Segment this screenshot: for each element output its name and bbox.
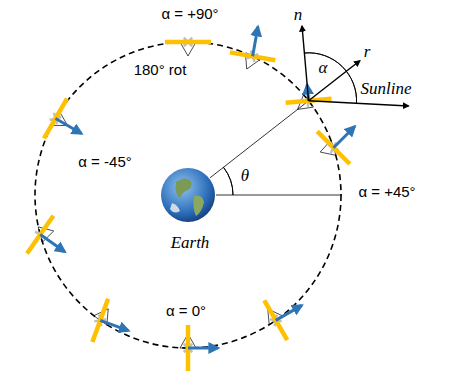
diagram-label: Sunline [361, 80, 412, 99]
satellite [27, 216, 65, 254]
diagram-label: Earth [171, 234, 210, 253]
satellite [44, 99, 81, 139]
satellite [92, 299, 128, 342]
satellite [180, 325, 218, 371]
satellite [317, 127, 354, 164]
diagram-label: α = -45° [78, 154, 131, 171]
satellite [230, 27, 275, 69]
diagram-label: α = +90° [161, 6, 218, 23]
diagram-label: 180° rot [134, 62, 187, 79]
diagram-label: θ [241, 167, 249, 186]
diagram-label: α = 0° [166, 303, 206, 320]
diagram-label: α = +45° [358, 184, 415, 201]
satellite [264, 300, 301, 340]
diagram-label: r [364, 43, 371, 62]
satellites [27, 27, 355, 371]
angle-geometry [210, 101, 342, 195]
diagram-label: n [294, 6, 303, 25]
satellite [165, 38, 211, 56]
earth-globe [161, 168, 215, 222]
orbit-path [35, 42, 341, 348]
diagram-label: α [319, 59, 328, 78]
